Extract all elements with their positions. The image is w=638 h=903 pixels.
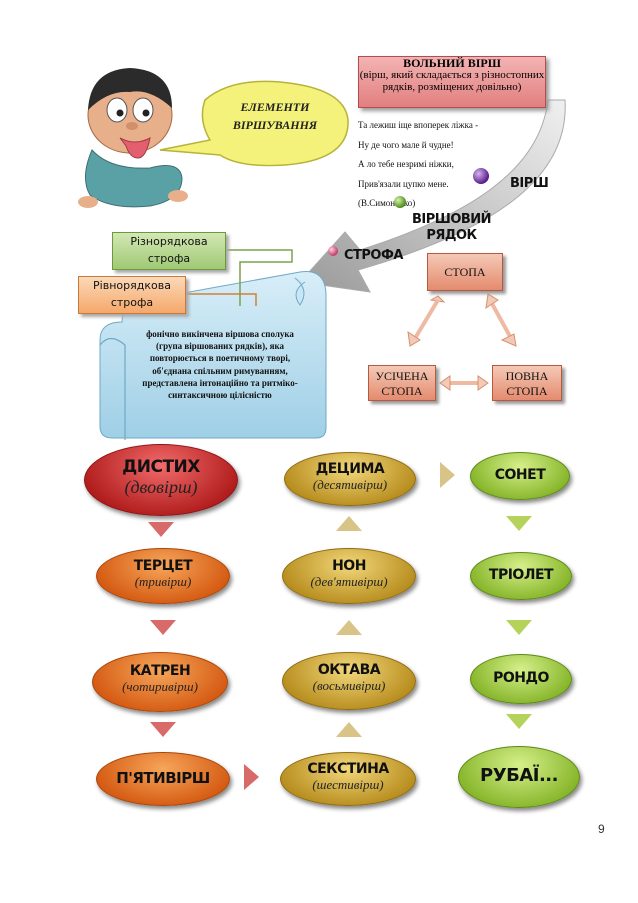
- oval-katren: КАТРЕН (чотиривірш): [92, 652, 228, 712]
- green-orb-icon: [394, 196, 406, 208]
- usichena-line-2: СТОПА: [369, 384, 435, 399]
- oval-rondo: РОНДО: [470, 654, 572, 704]
- label-virsh: ВІРШ: [510, 176, 548, 191]
- povna-line-2: СТОПА: [493, 384, 561, 399]
- arrow-right-icon: [440, 462, 455, 488]
- usichena-stopa-box: УСІЧЕНА СТОПА: [368, 365, 436, 401]
- oval-pyatyvirsh: П'ЯТИВІРШ: [96, 752, 230, 806]
- riznoryadkova-line-2: строфа: [113, 250, 225, 267]
- free-verse-desc: (вірш, який складається з різностопних р…: [359, 69, 545, 93]
- strofa-definition: фонічно викінчена віршова сполука (група…: [140, 328, 300, 401]
- bubble-line-1: ЕЛЕМЕНТИ: [225, 98, 325, 116]
- arrow-down-icon: [150, 620, 176, 635]
- oval-triolet-name: ТРІОЛЕТ: [471, 567, 571, 583]
- label-virsh-ryadok-1: ВІРШОВИЙ: [412, 212, 491, 228]
- oval-sonet: СОНЕТ: [470, 452, 570, 500]
- riznoryadkova-box: Різнорядкова строфа: [112, 232, 226, 270]
- usichena-line-1: УСІЧЕНА: [369, 369, 435, 384]
- poem-author: (В.Симоненко): [358, 194, 498, 214]
- arrow-down-icon: [506, 516, 532, 531]
- arrow-down-icon: [506, 714, 532, 729]
- oval-rondo-name: РОНДО: [471, 670, 571, 686]
- rivnoryadkova-line-2: строфа: [79, 294, 185, 311]
- label-virsh-ryadok-2: РЯДОК: [412, 228, 491, 244]
- arrow-right-icon: [244, 764, 259, 790]
- oval-sekstyna-sub: (шестивірш): [281, 777, 415, 793]
- oval-rubai: РУБАЇ...: [458, 746, 580, 808]
- label-virsh-ryadok: ВІРШОВИЙ РЯДОК: [412, 212, 491, 244]
- oval-non-name: НОН: [283, 558, 415, 574]
- oval-oktava-sub: (восьмивірш): [283, 678, 415, 694]
- oval-oktava: ОКТАВА (восьмивірш): [282, 652, 416, 710]
- rivnoryadkova-box: Рівнорядкова строфа: [78, 276, 186, 314]
- oval-sonet-name: СОНЕТ: [471, 467, 569, 483]
- page-number: 9: [598, 822, 605, 836]
- oval-oktava-name: ОКТАВА: [283, 662, 415, 678]
- poem-line: Ну де чого мале й чудне!: [358, 136, 498, 156]
- arrow-down-icon: [150, 722, 176, 737]
- oval-katren-sub: (чотиривірш): [93, 679, 227, 695]
- oval-dystykh-sub: (двовірш): [85, 477, 237, 498]
- oval-rubai-name: РУБАЇ...: [459, 765, 579, 786]
- oval-detsyma-name: ДЕЦИМА: [285, 461, 415, 477]
- povna-stopa-box: ПОВНА СТОПА: [492, 365, 562, 401]
- oval-tertset: ТЕРЦЕТ (тривірш): [96, 548, 230, 604]
- oval-sekstyna-name: СЕКСТИНА: [281, 761, 415, 777]
- oval-detsyma-sub: (десятивірш): [285, 477, 415, 493]
- bubble-line-2: ВІРШУВАННЯ: [225, 116, 325, 134]
- arrow-up-icon: [336, 516, 362, 531]
- oval-sekstyna: СЕКСТИНА (шестивірш): [280, 752, 416, 806]
- poem-excerpt: Та лежиш іще впоперек ліжка - Ну де чого…: [358, 116, 498, 214]
- cartoon-character: [78, 68, 188, 208]
- arrow-up-icon: [336, 722, 362, 737]
- free-verse-box: ВОЛЬНИЙ ВІРШ (вірш, який складається з р…: [358, 56, 546, 108]
- riznoryadkova-line-1: Різнорядкова: [113, 233, 225, 250]
- rivnoryadkova-line-1: Рівнорядкова: [79, 277, 185, 294]
- arrow-down-icon: [506, 620, 532, 635]
- arrow-down-icon: [148, 522, 174, 537]
- oval-tertset-sub: (тривірш): [97, 574, 229, 590]
- poem-line: Та лежиш іще впоперек ліжка -: [358, 116, 498, 136]
- oval-tertset-name: ТЕРЦЕТ: [97, 558, 229, 574]
- bubble-text: ЕЛЕМЕНТИ ВІРШУВАННЯ: [225, 98, 325, 134]
- oval-dystykh-name: ДИСТИХ: [85, 457, 237, 477]
- oval-katren-name: КАТРЕН: [93, 663, 227, 679]
- label-strofa: СТРОФА: [344, 248, 403, 263]
- pink-orb-icon: [328, 246, 338, 256]
- purple-orb-icon: [473, 168, 489, 184]
- povna-line-1: ПОВНА: [493, 369, 561, 384]
- oval-dystykh: ДИСТИХ (двовірш): [84, 444, 238, 516]
- arrow-up-icon: [336, 620, 362, 635]
- oval-non: НОН (дев'ятивірш): [282, 548, 416, 604]
- oval-non-sub: (дев'ятивірш): [283, 574, 415, 590]
- oval-pyatyvirsh-name: П'ЯТИВІРШ: [97, 769, 229, 787]
- oval-detsyma: ДЕЦИМА (десятивірш): [284, 452, 416, 506]
- stopa-box: СТОПА: [427, 253, 503, 291]
- oval-triolet: ТРІОЛЕТ: [470, 552, 572, 600]
- free-verse-title: ВОЛЬНИЙ ВІРШ: [359, 57, 545, 69]
